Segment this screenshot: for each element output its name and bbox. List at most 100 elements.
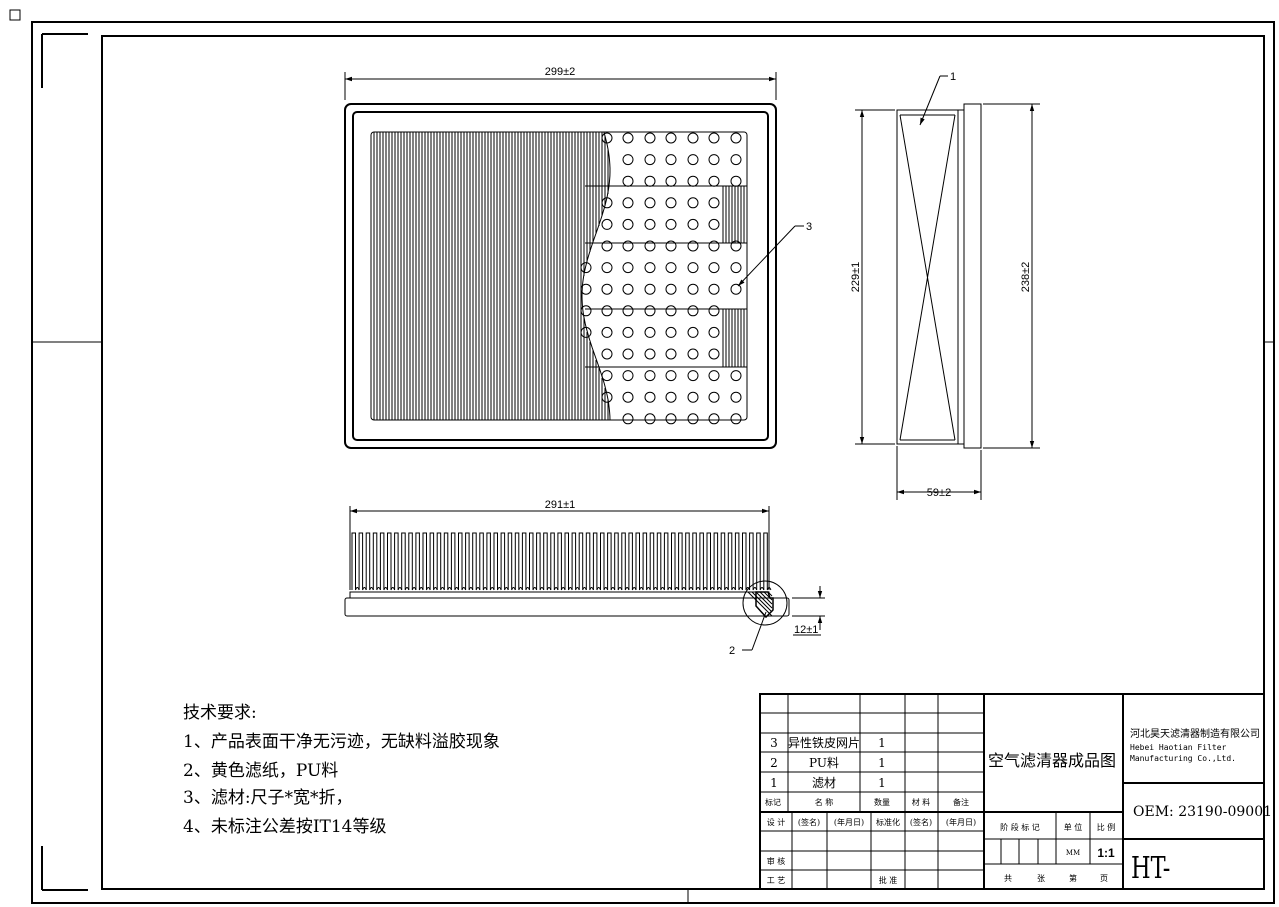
- mesh-hole: [687, 154, 699, 166]
- scale-value: 1:1: [1097, 846, 1115, 860]
- drawing-frame: [9, 9, 1275, 904]
- mesh-hole: [708, 326, 720, 338]
- pleat: [749, 532, 758, 591]
- pleat: [500, 532, 509, 591]
- mesh-hole: [730, 154, 742, 166]
- arrowhead: [859, 110, 865, 117]
- bom-header-mark: 标记: [765, 797, 781, 807]
- label-process: 工 艺: [767, 876, 786, 885]
- pleat: [458, 532, 467, 591]
- mesh-hole: [730, 283, 742, 295]
- mesh-hole: [687, 240, 699, 252]
- mesh-hole: [687, 218, 699, 230]
- pleat: [699, 532, 708, 591]
- mesh-hole: [601, 326, 613, 338]
- leader-line: [737, 225, 796, 287]
- pleat: [351, 532, 360, 591]
- mesh-hole: [665, 175, 677, 187]
- mesh-hole: [644, 240, 656, 252]
- pleat: [408, 532, 417, 591]
- mesh-hole: [708, 283, 720, 295]
- mesh-hole: [622, 413, 634, 425]
- hatch: [767, 591, 773, 597]
- arrowhead: [769, 76, 776, 82]
- mesh-hole: [601, 197, 613, 209]
- pleat: [450, 532, 459, 591]
- pleat: [663, 532, 672, 591]
- inner-border: [101, 35, 1265, 890]
- mesh-hole: [708, 218, 720, 230]
- pleat: [493, 532, 502, 591]
- pleat: [507, 532, 516, 591]
- mesh-hole: [622, 240, 634, 252]
- bom-name: 异性铁皮网片: [788, 736, 860, 750]
- mesh-hole: [708, 262, 720, 274]
- pleat: [415, 532, 424, 591]
- arrowhead: [817, 591, 823, 598]
- mesh-hole: [622, 154, 634, 166]
- arrowhead: [817, 616, 823, 623]
- label-approve: 批 准: [879, 875, 898, 885]
- arrowhead: [974, 489, 981, 495]
- mesh-hole: [622, 218, 634, 230]
- pleat: [642, 532, 651, 591]
- mesh-hole: [730, 391, 742, 403]
- part-label-3: 3: [806, 221, 812, 233]
- pleat: [713, 532, 722, 591]
- pleat: [436, 532, 445, 591]
- arrowhead: [1029, 441, 1035, 448]
- mesh-hole: [644, 413, 656, 425]
- dim-side-outer-height: 238±2: [1020, 262, 1032, 293]
- mesh-hole: [687, 132, 699, 144]
- pleat: [379, 532, 388, 591]
- mesh-hole: [687, 391, 699, 403]
- mesh-hole: [580, 283, 592, 295]
- mesh-hole: [730, 240, 742, 252]
- dim-bottom-length: 291±1: [545, 499, 576, 511]
- label-standard: 标准化: [876, 817, 900, 827]
- pleat: [692, 532, 701, 591]
- label-unit: 单 位: [1064, 822, 1083, 832]
- mesh-hole: [665, 391, 677, 403]
- pleat: [486, 532, 495, 591]
- mesh-hole: [665, 240, 677, 252]
- arrowhead: [738, 279, 745, 286]
- mesh-hole: [687, 326, 699, 338]
- sheets-page: 页: [1100, 874, 1108, 883]
- mesh-hole: [708, 413, 720, 425]
- mesh-hole: [580, 305, 592, 317]
- mesh-hole: [601, 305, 613, 317]
- leader-line: [919, 75, 941, 126]
- title-block: [759, 693, 1265, 890]
- technical-notes: 技术要求: 1、产品表面干净无污迹，无缺料溢胶现象 2、黄色滤纸，PU料 3、滤…: [183, 703, 500, 837]
- company-en: Manufacturing Co.,Ltd.: [1130, 754, 1236, 763]
- bom-header-name: 名 称: [815, 797, 834, 807]
- bom-mark: 3: [770, 736, 778, 750]
- label-date: (年月日): [946, 817, 976, 827]
- pleat: [727, 532, 736, 591]
- hatch: [759, 591, 773, 605]
- pleat: [564, 532, 573, 591]
- mesh-hole: [687, 283, 699, 295]
- mesh-hole: [730, 175, 742, 187]
- frame-base: [344, 597, 790, 617]
- sheets-count: 张: [1037, 874, 1045, 883]
- pleat: [358, 532, 367, 591]
- mesh-hole: [708, 240, 720, 252]
- pleat: [472, 532, 481, 591]
- arrowhead: [350, 508, 357, 514]
- pleat: [742, 532, 751, 591]
- filter-media-area: [370, 131, 748, 421]
- mesh-hole: [665, 197, 677, 209]
- mesh-hole: [644, 391, 656, 403]
- bom-mark: 2: [770, 756, 778, 770]
- arrowhead: [920, 117, 925, 125]
- company-en: Hebei Haotian Filter: [1130, 743, 1227, 752]
- mesh-hole: [708, 175, 720, 187]
- mesh-hole: [687, 197, 699, 209]
- bom-qty: 1: [878, 756, 886, 770]
- pleat: [706, 532, 715, 591]
- outer-border: [31, 21, 1275, 904]
- hatch: [747, 591, 773, 617]
- pleat: [521, 532, 530, 591]
